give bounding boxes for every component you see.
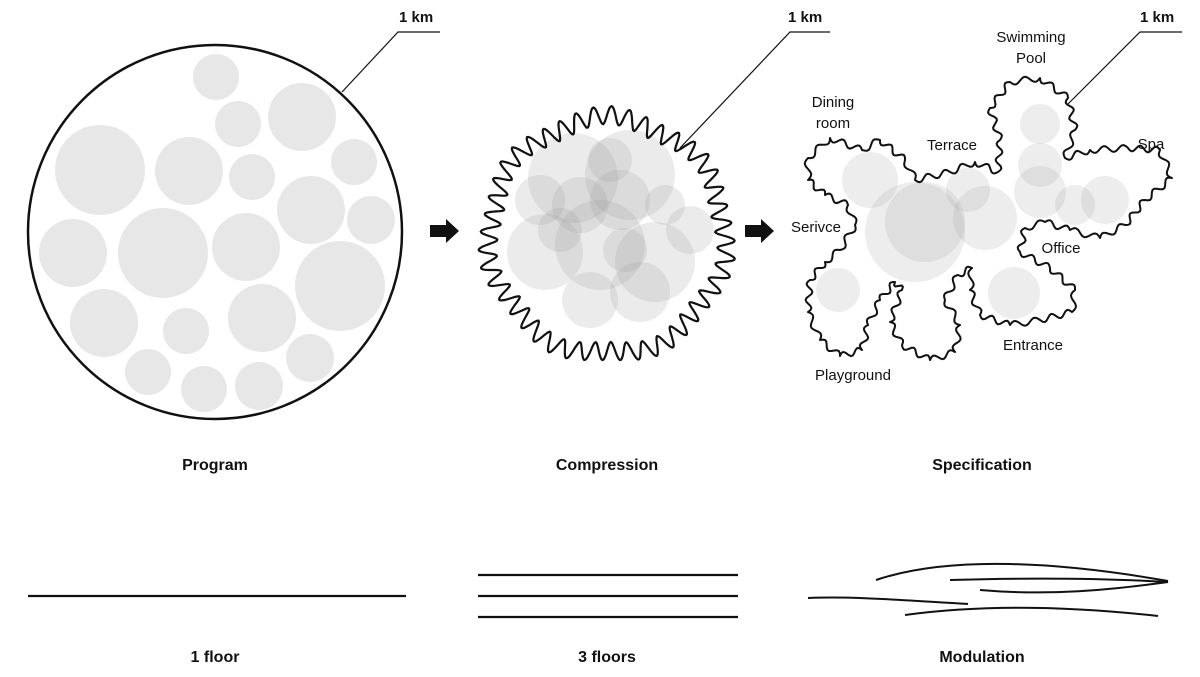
room-label-terrace: Terrace (926, 137, 978, 154)
compression-bubble (645, 185, 685, 225)
specification-bubble (988, 267, 1040, 319)
compression-bubble (590, 170, 650, 230)
room-label-spa: Spa (1137, 136, 1165, 153)
program-bubble (235, 362, 283, 410)
compression-bubble (528, 133, 618, 223)
specification-scale-leader (1067, 31, 1182, 105)
specification-bubbles (816, 104, 1129, 319)
compression-bubble (585, 130, 675, 220)
program-scale-label: 1 km (399, 9, 434, 26)
program-boundary-circle (26, 43, 404, 421)
compression-bubble (555, 200, 645, 290)
room-label-playground: Playground (815, 367, 891, 384)
program-bubble (39, 219, 107, 287)
compression-boundary-wavy (477, 104, 736, 362)
specification-boundary-wavy (803, 75, 1173, 361)
stage-caption-compression: Compression (555, 457, 659, 474)
specification-bubble (816, 268, 860, 312)
program-bubble (295, 241, 385, 331)
room-label-service: Serivce (790, 219, 842, 236)
room-label-dining-room: Dining room (812, 92, 855, 134)
room-label-office: Office (1041, 240, 1081, 257)
compression-bubble (615, 222, 695, 302)
arrow-right-icon (430, 219, 459, 243)
program-bubble (118, 208, 208, 298)
floors-caption-3-floors: 3 floors (578, 649, 636, 666)
program-bubble (331, 139, 377, 185)
room-label-entrance: Entrance (1002, 337, 1064, 354)
stage-caption-specification: Specification (932, 457, 1032, 474)
program-bubbles (39, 54, 395, 412)
modulation-curve-3 (807, 596, 969, 605)
compression-bubble (588, 138, 632, 182)
program-scale-leader (341, 31, 440, 93)
stage-caption-program: Program (182, 457, 248, 474)
program-bubble (163, 308, 209, 354)
compression-bubble (666, 206, 714, 254)
program-bubble (277, 176, 345, 244)
program-bubble (55, 125, 145, 215)
specification-bubble (885, 182, 965, 262)
compression-bubble (552, 177, 608, 233)
specification-bubble (1018, 143, 1062, 187)
program-bubble (215, 101, 261, 147)
modulation-curve-1 (875, 562, 1169, 582)
specification-scale-label: 1 km (1140, 9, 1175, 26)
room-label-text: room (815, 115, 851, 132)
compression-bubbles (507, 130, 714, 328)
modulation-curve-4 (904, 606, 1159, 617)
program-bubble (286, 334, 334, 382)
compression-scale-leader (679, 31, 830, 149)
program-bubble (193, 54, 239, 100)
compression-bubble (538, 208, 582, 252)
program-bubble (125, 349, 171, 395)
room-label-line: Dining room (812, 92, 855, 134)
floors-caption-modulation: Modulation (939, 649, 1025, 666)
room-label-text: Pool (1015, 50, 1047, 67)
compression-bubble (507, 214, 583, 290)
specification-bubble (1081, 176, 1129, 224)
program-bubble (155, 137, 223, 205)
program-bubble (268, 83, 336, 151)
specification-bubble (946, 168, 990, 212)
specification-bubble (842, 152, 898, 208)
arrow-right-icon (745, 219, 774, 243)
program-bubble (181, 366, 227, 412)
room-label-text: Swimming (996, 29, 1066, 46)
specification-bubble (865, 182, 965, 282)
program-bubble (228, 284, 296, 352)
compression-bubble (562, 272, 618, 328)
compression-bubble (603, 228, 647, 272)
program-bubble (347, 196, 395, 244)
program-bubble (70, 289, 138, 357)
specification-bubble (953, 186, 1017, 250)
floors-caption-1-floor: 1 floor (190, 649, 240, 666)
compression-bubble (610, 262, 670, 322)
program-bubble (212, 213, 280, 281)
program-bubble (229, 154, 275, 200)
specification-bubble (1055, 185, 1095, 225)
room-label-text: Dining (811, 94, 855, 111)
compression-bubble (515, 175, 565, 225)
compression-scale-label: 1 km (788, 9, 823, 26)
specification-bubble (1020, 104, 1060, 144)
specification-bubble (1014, 166, 1066, 218)
modulation-curve-2 (949, 577, 1169, 594)
